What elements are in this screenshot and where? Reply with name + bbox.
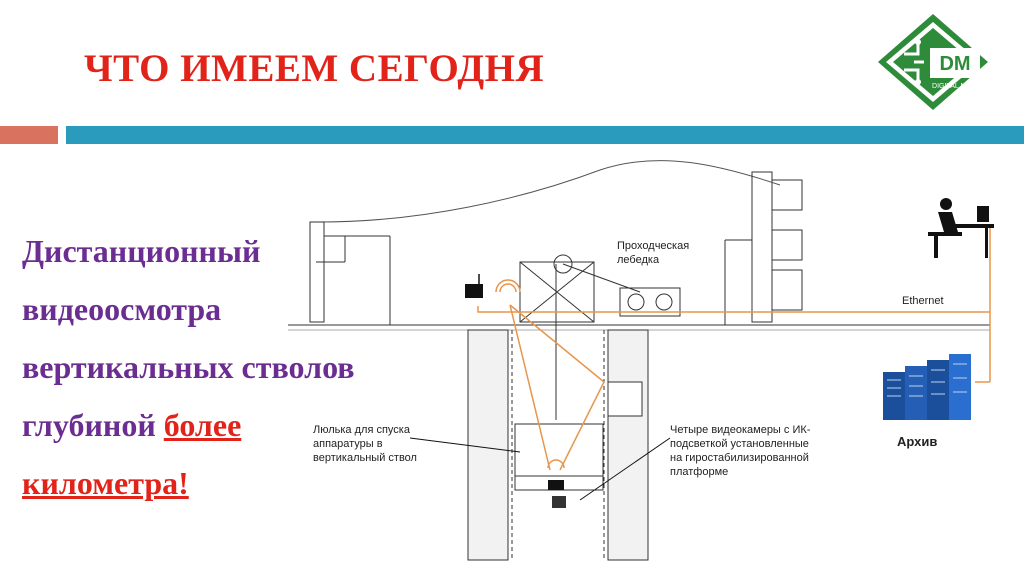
operator-workstation-icon xyxy=(928,198,994,258)
slide-title: ЧТО ИМЕЕМ СЕГОДНЯ xyxy=(84,46,544,91)
main-statement: Дистанционный видеоосмотра вертикальных … xyxy=(22,222,452,512)
accent-bar-blue xyxy=(66,126,1024,144)
label-cameras: Четыре видеокамеры с ИК- подсветкой уста… xyxy=(670,423,870,479)
label-winch: Проходческая лебедка xyxy=(617,239,737,267)
label-ethernet: Ethernet xyxy=(902,294,944,308)
label-cradle: Люлька для спуска аппаратуры в вертикаль… xyxy=(313,423,453,465)
server-rack-icon xyxy=(883,354,971,420)
logo-text: DM xyxy=(939,53,970,75)
logo-subtext: DIGITAL MINE xyxy=(932,83,978,90)
logo-icon: DM DIGITAL MINE xyxy=(874,10,992,114)
statement-line-4-plain: глубиной xyxy=(22,407,164,443)
statement-line-2: видеоосмотра xyxy=(22,280,452,338)
accent-bar-red xyxy=(0,126,58,144)
camera-platform-icon xyxy=(548,460,566,508)
statement-emphasis-1: более xyxy=(164,407,242,443)
statement-line-1: Дистанционный xyxy=(22,222,452,280)
wireless-transmitter-icon xyxy=(465,274,520,298)
statement-line-3: вертикальных стволов xyxy=(22,338,452,396)
label-archive: Архив xyxy=(897,435,937,449)
